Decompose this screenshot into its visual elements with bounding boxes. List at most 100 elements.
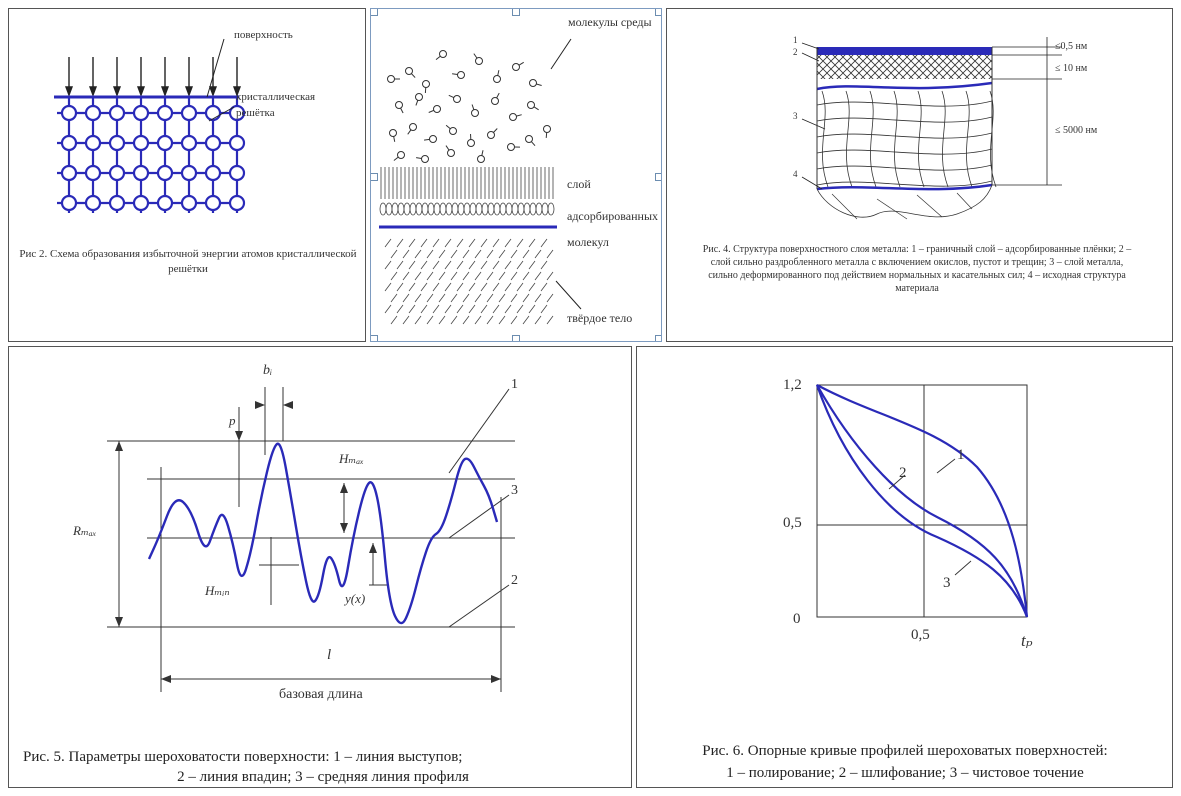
solid-hatch — [468, 238, 476, 248]
lattice-diagram — [54, 38, 246, 213]
resize-handle[interactable] — [512, 335, 520, 341]
yx-label: y(x) — [345, 591, 366, 606]
solid-hatch — [390, 271, 398, 281]
line-number-3: 3 — [511, 483, 518, 498]
solid-hatch — [420, 238, 428, 248]
medium-molecule — [435, 50, 447, 61]
layer-label-3: молекул — [567, 235, 609, 249]
solid-hatch — [468, 260, 476, 270]
solid-hatch — [534, 315, 542, 325]
solid-hatch — [540, 304, 548, 314]
adsorbed-ring — [541, 202, 549, 216]
deformation-line — [816, 148, 993, 155]
solid-hatch — [444, 304, 452, 314]
solid-hatch — [492, 282, 500, 292]
solid-hatch — [420, 282, 428, 292]
body-label: твёрдое тело — [567, 311, 633, 325]
lattice-atom — [132, 194, 150, 212]
solid-hatch — [432, 260, 440, 270]
figure-2-panel: поверхность кристаллическая решётка Рис … — [8, 8, 366, 342]
deformation-line — [816, 164, 993, 171]
dimension-2: ≤ 10 нм — [1055, 63, 1088, 74]
solid-hatch — [492, 304, 500, 314]
solid-hatch — [546, 315, 554, 325]
deformation-line — [816, 180, 993, 187]
deformation-line — [816, 132, 993, 139]
solid-hatch — [438, 315, 446, 325]
medium-molecule — [387, 75, 400, 83]
solid-hatch — [396, 282, 404, 292]
solid-hatch — [432, 304, 440, 314]
medium-molecule — [473, 53, 483, 65]
solid-hatch — [504, 282, 512, 292]
solid-hatch — [474, 315, 482, 325]
medium-molecule — [393, 151, 405, 161]
adsorbed-ring — [505, 202, 513, 216]
resize-handle[interactable] — [371, 173, 378, 181]
solid-hatch — [450, 315, 458, 325]
solid-hatch — [516, 238, 524, 248]
adsorbed-ring — [547, 202, 555, 216]
solid-hatch — [474, 249, 482, 259]
base-length-label: базовая длина — [279, 687, 363, 702]
solid-hatch — [504, 304, 512, 314]
solid-hatch — [480, 282, 488, 292]
resize-handle[interactable] — [655, 9, 661, 16]
solid-hatch — [462, 271, 470, 281]
solid-hatch — [498, 249, 506, 259]
deformed-layer-boundary — [816, 81, 993, 91]
medium-molecule — [487, 128, 498, 139]
solid-hatch — [396, 260, 404, 270]
adsorbed-ring — [535, 202, 543, 216]
lattice-atom — [108, 164, 126, 182]
solid-hatch — [546, 271, 554, 281]
y-tick-top: 1,2 — [783, 377, 802, 393]
solid-hatch — [402, 293, 410, 303]
solid-hatch — [528, 304, 536, 314]
y-tick-mid: 0,5 — [783, 515, 802, 531]
surface-leader — [206, 38, 225, 98]
solid-hatch — [408, 282, 416, 292]
solid-hatch — [516, 304, 524, 314]
curve-1-polishing — [816, 384, 1029, 618]
medium-molecule — [477, 150, 485, 163]
solid-hatch — [516, 282, 524, 292]
figure-3-panel: молекулы среды слой адсорбированных моле… — [370, 8, 662, 342]
solid-hatch — [402, 315, 410, 325]
adsorbed-ring — [529, 202, 537, 216]
medium-molecule — [424, 135, 437, 143]
solid-hatch — [498, 271, 506, 281]
resize-handle[interactable] — [655, 335, 661, 341]
solid-hatch — [474, 271, 482, 281]
lattice-atom — [84, 104, 102, 122]
solid-hatch — [396, 304, 404, 314]
plot-frame — [816, 384, 1028, 618]
line-number-2: 2 — [511, 573, 518, 588]
resize-handle[interactable] — [371, 335, 378, 341]
p-label: p — [229, 413, 236, 428]
solid-hatch — [486, 271, 494, 281]
curve-3-turning — [815, 384, 1029, 618]
lattice-atom — [156, 134, 174, 152]
solid-hatch — [540, 282, 548, 292]
adsorbed-ring — [445, 202, 453, 216]
solid-hatch — [546, 293, 554, 303]
solid-hatch — [510, 271, 518, 281]
resize-handle[interactable] — [655, 173, 661, 181]
l-label: l — [327, 647, 332, 663]
solid-hatch — [456, 282, 464, 292]
force-arrowhead — [208, 86, 218, 97]
adsorbed-ring — [463, 202, 471, 216]
resize-handle[interactable] — [512, 9, 520, 16]
resize-handle[interactable] — [371, 9, 378, 16]
medium-molecule — [507, 143, 521, 151]
lattice-atom — [204, 134, 222, 152]
layer-number-3: 3 — [793, 111, 798, 121]
curve-2-grinding — [816, 384, 1029, 618]
solid-hatch — [390, 315, 398, 325]
deformation-line — [893, 90, 901, 188]
lattice-atom — [60, 104, 78, 122]
deformation-line — [989, 90, 997, 188]
medium-molecule — [452, 71, 465, 79]
solid-hatch — [486, 315, 494, 325]
